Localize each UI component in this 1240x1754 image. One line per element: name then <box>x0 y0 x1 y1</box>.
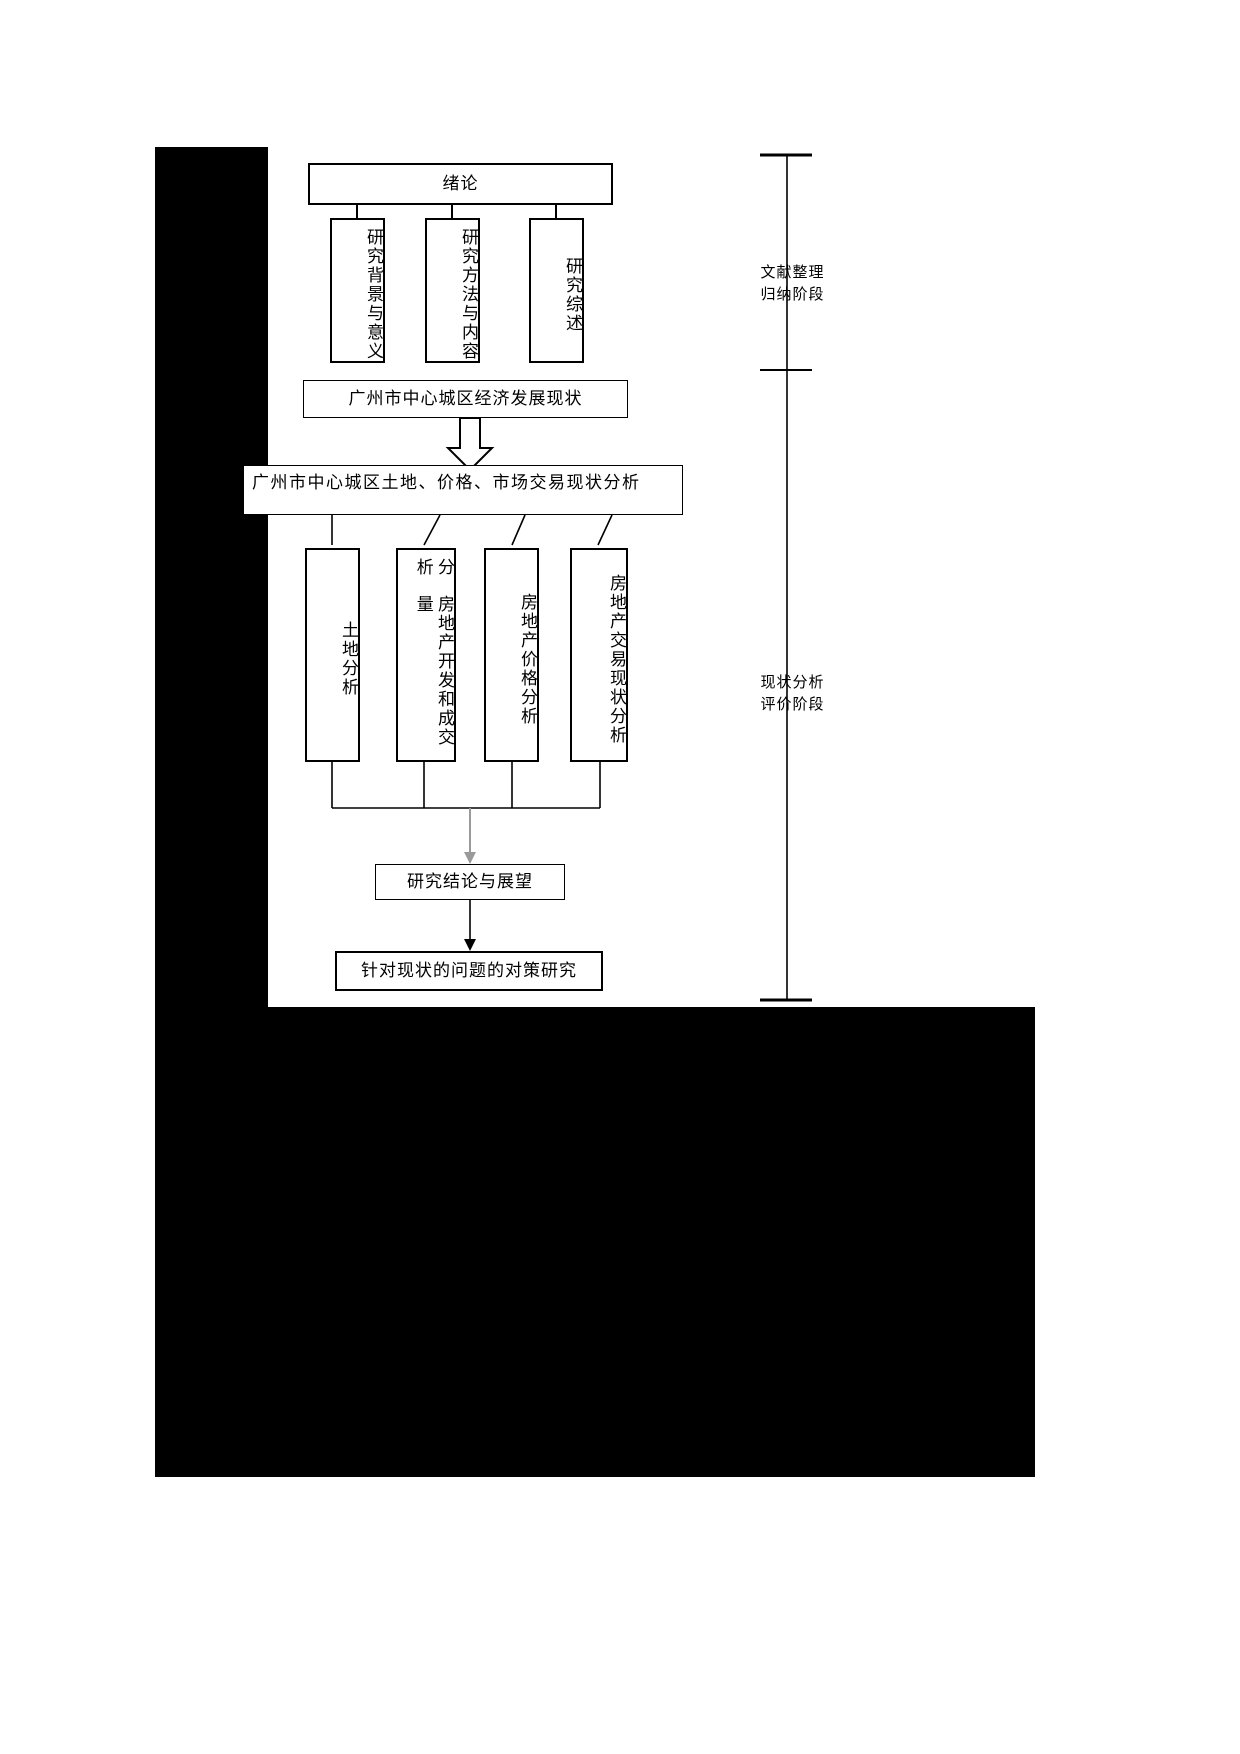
intro-subbox-review[interactable]: 研究综述 <box>529 218 584 363</box>
intro-subbox-background-label: 研究背景与意义 <box>363 228 383 361</box>
economy-status-label: 广州市中心城区经济发展现状 <box>348 388 583 409</box>
analysis-subbox-development-label-cont: 分析 <box>412 558 454 577</box>
intro-box[interactable]: 绪论 <box>308 163 613 205</box>
intro-box-label: 绪论 <box>442 173 479 194</box>
intro-subbox-method[interactable]: 研究方法与内容 <box>425 218 480 363</box>
analysis-subbox-development[interactable]: 房地产开发和成交量 分析 <box>396 548 456 762</box>
stage-label-literature: 文献整理 归纳阶段 <box>740 238 845 306</box>
economy-status-box[interactable]: 广州市中心城区经济发展现状 <box>303 380 628 418</box>
intro-subbox-review-label: 研究综述 <box>562 256 582 333</box>
market-analysis-box[interactable]: 广州市中心城区土地、价格、市场交易现状分析 <box>243 465 683 515</box>
diagram-canvas-right-gutter <box>878 147 1038 1007</box>
conclusion-label: 研究结论与展望 <box>407 871 533 892</box>
countermeasure-label: 针对现状的问题的对策研究 <box>361 960 577 981</box>
analysis-subbox-transaction-label: 房地产交易现状分析 <box>606 573 626 745</box>
intro-subbox-method-label: 研究方法与内容 <box>458 228 478 361</box>
stage-label-status-analysis-text: 现状分析 评价阶段 <box>760 672 825 714</box>
analysis-subbox-land[interactable]: 土地分析 <box>305 548 360 762</box>
analysis-subbox-price[interactable]: 房地产价格分析 <box>484 548 539 762</box>
analysis-subbox-land-label: 土地分析 <box>338 621 358 697</box>
black-backdrop-lower <box>155 1007 1035 1477</box>
market-analysis-label: 广州市中心城区土地、价格、市场交易现状分析 <box>252 473 641 493</box>
stage-label-literature-text: 文献整理 归纳阶段 <box>760 262 825 304</box>
conclusion-box[interactable]: 研究结论与展望 <box>375 864 565 900</box>
analysis-subbox-price-label: 房地产价格分析 <box>517 592 537 726</box>
countermeasure-box[interactable]: 针对现状的问题的对策研究 <box>335 951 603 991</box>
stage-label-status-analysis: 现状分析 评价阶段 <box>740 648 845 716</box>
analysis-subbox-development-label: 房地产开发和成交量 <box>412 594 454 747</box>
analysis-subbox-transaction[interactable]: 房地产交易现状分析 <box>570 548 628 762</box>
intro-subbox-background[interactable]: 研究背景与意义 <box>330 218 385 363</box>
